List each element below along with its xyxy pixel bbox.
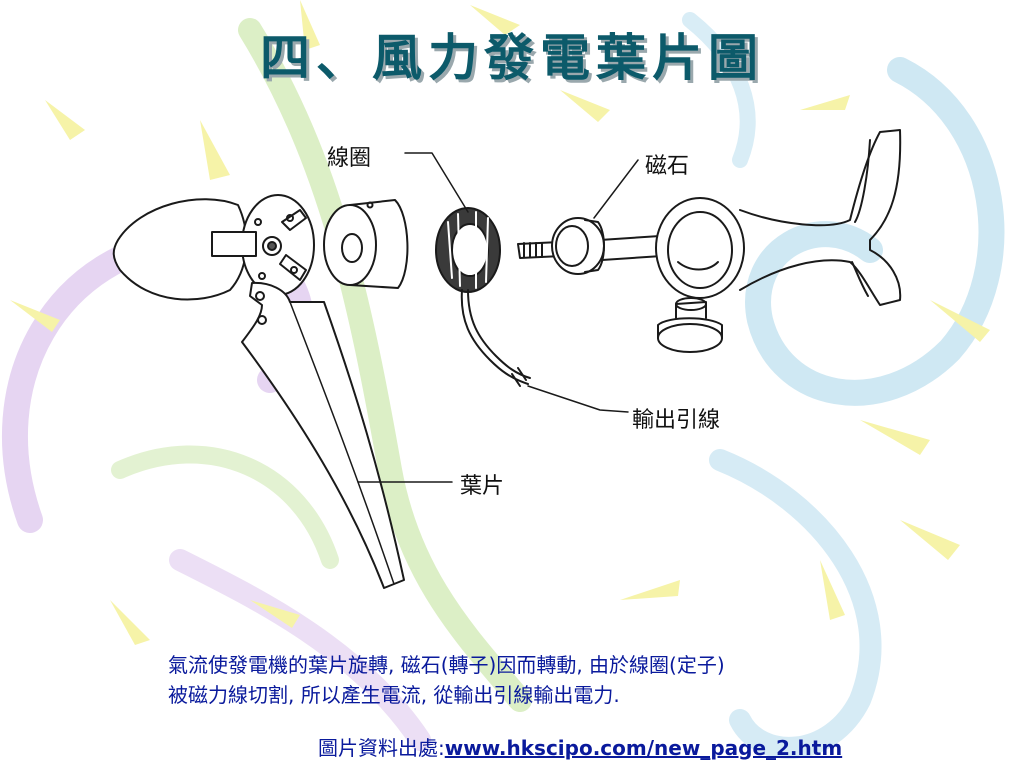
leader-magnet	[593, 159, 639, 219]
yellow-shard-11	[110, 600, 150, 645]
yellow-shard-4	[470, 5, 520, 35]
tail-body	[655, 129, 902, 306]
yellow-shard-13	[930, 300, 990, 342]
yellow-shard-2	[200, 120, 230, 180]
yellow-shard-3	[300, 0, 320, 50]
swirl-blue-top	[682, 12, 756, 168]
leader-lines	[357, 152, 639, 483]
caption: 氣流使發電機的葉片旋轉, 磁石(轉子)因而轉動, 由於線圈(定子) 被磁力線切割…	[168, 650, 988, 710]
mount-bearing	[657, 297, 723, 353]
yellow-shard-7	[860, 420, 930, 455]
swirl-blue-right	[745, 57, 1005, 406]
label-coil: 線圈	[327, 146, 372, 171]
label-output-wire: 輸出引線	[632, 408, 721, 433]
label-magnet: 磁石	[645, 154, 690, 179]
leader-coil	[404, 152, 469, 213]
stator-coil	[435, 207, 531, 387]
swirl-green-left	[111, 445, 339, 569]
rotor-housing	[323, 199, 409, 289]
swirl-purple-bottom	[169, 549, 431, 751]
source-credit: 圖片資料出處:www.hkscipo.com/new_page_2.htm	[318, 732, 842, 761]
yellow-shard-9	[820, 560, 845, 620]
caption-line-2: 被磁力線切割, 所以產生電流, 從輸出引線輸出電力.	[168, 683, 620, 707]
swirl-blue-lower	[709, 449, 882, 759]
magnet-rotor	[551, 217, 605, 275]
slide-title: 四、風力發電葉片圖	[260, 28, 764, 87]
hub-plate	[211, 194, 315, 296]
source-prefix: 圖片資料出處:	[318, 736, 445, 760]
blade	[241, 281, 405, 589]
yellow-shard-6	[800, 95, 850, 110]
yellow-shard-8	[900, 520, 960, 560]
label-blade: 葉片	[460, 474, 505, 499]
nose-cone	[112, 198, 248, 301]
yellow-shard-14	[10, 300, 60, 332]
yellow-shard-10	[250, 600, 300, 628]
caption-line-1: 氣流使發電機的葉片旋轉, 磁石(轉子)因而轉動, 由於線圈(定子)	[168, 653, 725, 677]
yellow-shard-12	[620, 580, 680, 600]
yellow-shard-1	[45, 100, 85, 140]
swirl-green-center	[238, 18, 532, 712]
leader-output-wire	[527, 385, 629, 413]
source-link[interactable]: www.hkscipo.com/new_page_2.htm	[444, 736, 843, 760]
yellow-shard-5	[560, 90, 610, 122]
